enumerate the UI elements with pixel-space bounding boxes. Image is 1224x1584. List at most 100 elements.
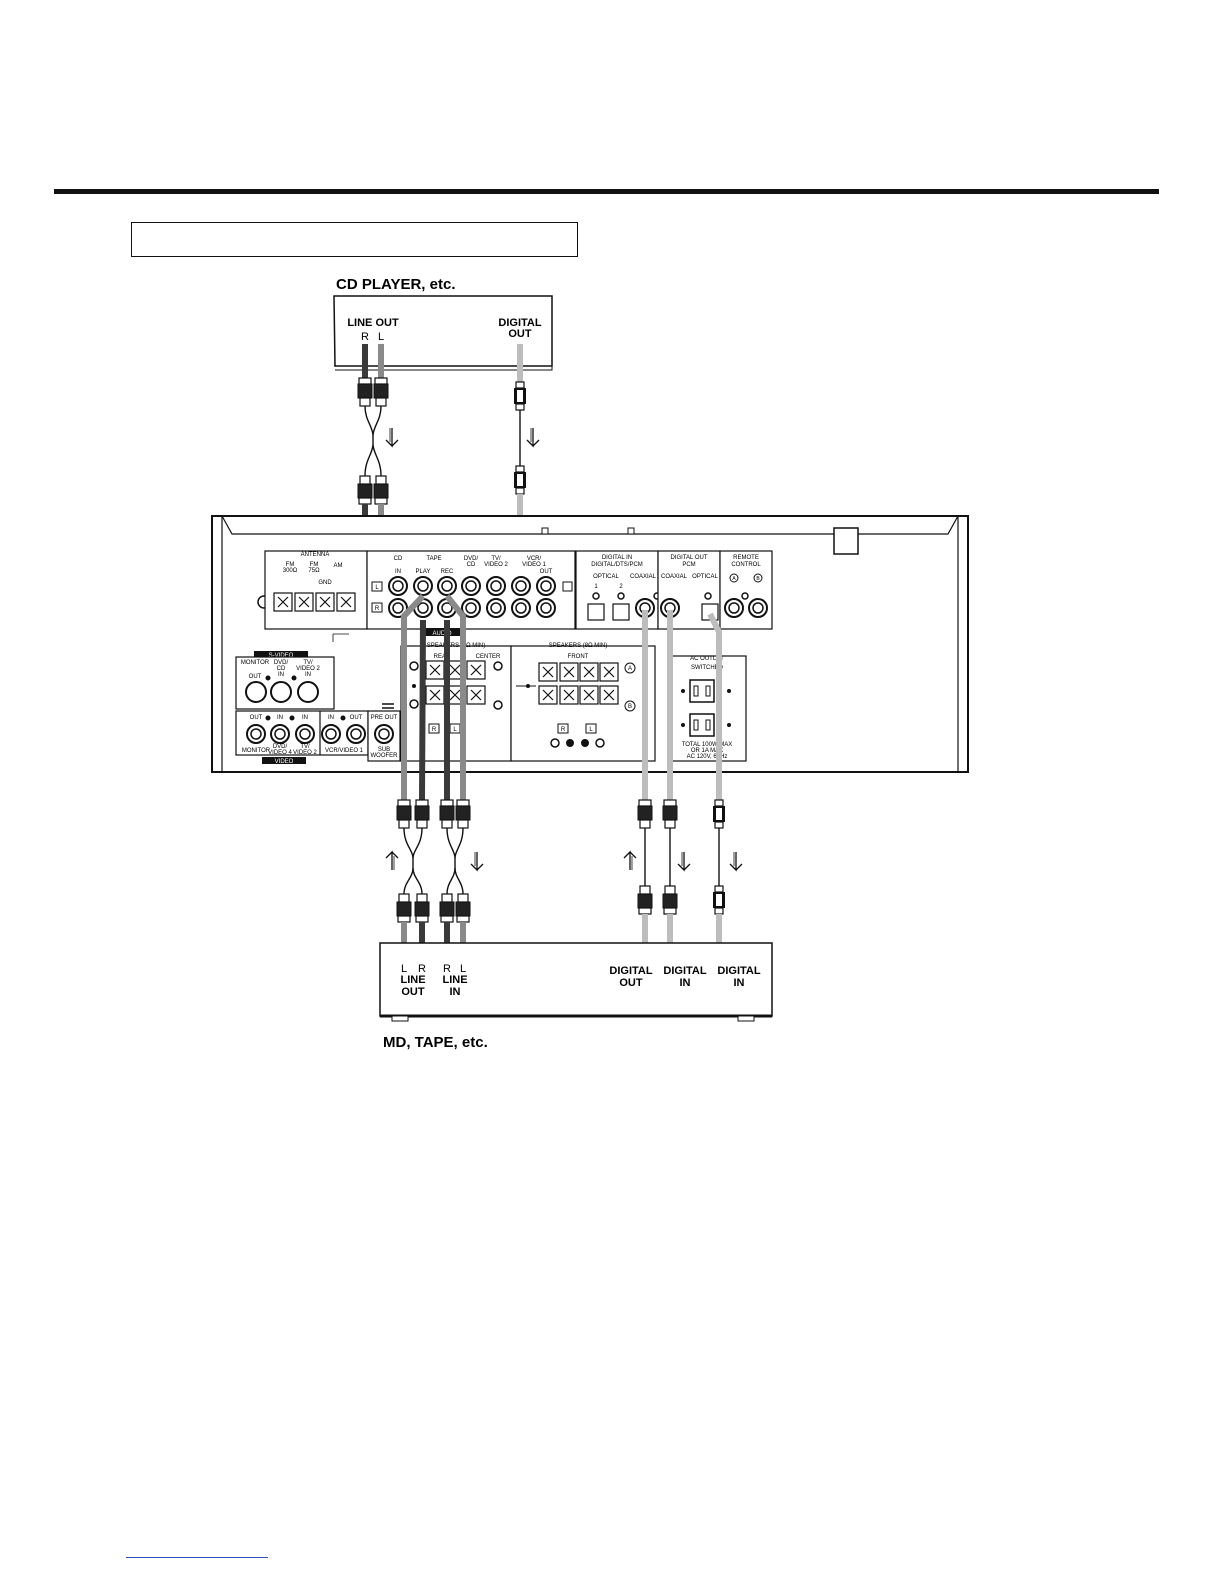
rca-plug-icon <box>439 799 455 829</box>
dest-digital-out-2: OUT <box>619 977 643 989</box>
source-line-out-label: LINE OUT <box>347 317 399 329</box>
digital-in-1: 1 <box>594 584 598 590</box>
ac-outlet-switched: SWITCHED <box>691 665 724 671</box>
digital-out-coaxial: COAXIAL <box>661 574 688 580</box>
svideo-tv-in: IN <box>305 672 311 678</box>
speakers-front-label: FRONT <box>568 654 589 660</box>
audio-vcr-out: OUT <box>540 569 553 575</box>
audio-tape-rec-l-jack <box>437 576 457 596</box>
remote-b: B <box>756 576 760 582</box>
speakers-front-l: L <box>589 727 593 733</box>
rca-plug-icon <box>414 799 430 829</box>
antenna-am: AM <box>334 563 343 569</box>
rca-plug-icon <box>662 885 678 915</box>
screw-terminal-icon <box>579 662 599 682</box>
signal-arrow-icon <box>470 851 484 871</box>
screw-terminal-icon <box>294 592 314 612</box>
dest-digital-in-opt-2: IN <box>734 977 745 989</box>
video-vcr-out-jack <box>346 724 366 744</box>
screw-terminal-icon <box>538 685 558 705</box>
video-monitor-out: OUT <box>250 715 263 721</box>
antenna-fm300-1: FM <box>286 562 295 568</box>
section-rule <box>54 189 1159 194</box>
audio-tv-l-jack <box>486 576 506 596</box>
rca-plug-icon <box>637 799 653 829</box>
sub-woofer-label-1: SUB <box>378 747 390 753</box>
video-section-label: VIDEO <box>275 759 294 765</box>
dest-device-title: MD, TAPE, etc. <box>383 1034 488 1051</box>
audio-cd-in: IN <box>395 569 401 575</box>
antenna-fm300-2: 300Ω <box>283 568 298 574</box>
svideo-out: OUT <box>249 674 262 680</box>
screw-terminal-icon <box>599 685 619 705</box>
footer-rule <box>126 1557 268 1558</box>
svideo-tv-2: VIDEO 2 <box>296 666 320 672</box>
speakers-rear-label: REAR <box>434 654 451 660</box>
pre-out-label: PRE OUT <box>371 715 398 721</box>
optical-plug-icon <box>712 885 726 915</box>
audio-tv-r-jack <box>486 598 506 618</box>
video-vcr-in: IN <box>328 715 334 721</box>
signal-arrow-icon <box>526 427 540 447</box>
audio-r: R <box>375 606 380 612</box>
dest-line-in-2: IN <box>450 986 461 998</box>
screw-terminal-icon <box>538 662 558 682</box>
audio-cd-in-l-jack <box>388 576 408 596</box>
dest-device: L R R L LINE OUT LINE IN DIGITAL OUT DIG… <box>379 942 773 1051</box>
screw-terminal-icon <box>559 662 579 682</box>
remote-a-jack <box>724 598 744 618</box>
audio-tape: TAPE <box>426 556 441 562</box>
dest-digital-out-1: DIGITAL <box>609 965 652 977</box>
rca-plug-icon <box>357 475 373 505</box>
sub-woofer-jack <box>374 724 394 744</box>
audio-vcr-in-r-jack <box>511 598 531 618</box>
optical-plug-icon <box>712 799 726 829</box>
signal-arrow-icon <box>729 851 743 871</box>
svideo-tv-1: TV/ <box>303 660 313 666</box>
dest-l-label-in: L <box>460 963 466 975</box>
dest-r-label: R <box>418 963 426 975</box>
audio-vcr-out-r-jack <box>536 598 556 618</box>
optical-plug-icon <box>513 465 527 495</box>
rca-plug-icon <box>396 893 412 923</box>
dest-digital-in-opt-1: DIGITAL <box>717 965 760 977</box>
audio-vcr-in-l-jack <box>511 576 531 596</box>
antenna-title: ANTENNA <box>301 552 330 558</box>
video-tv-label-1: TV/ <box>300 744 310 750</box>
signal-arrow-icon <box>623 851 637 871</box>
remote-title-2: CONTROL <box>731 562 761 568</box>
audio-tape-play: PLAY <box>416 569 431 575</box>
audio-vcr-video1-1: VCR/ <box>527 556 542 562</box>
digital-in-coaxial: COAXIAL <box>630 574 657 580</box>
ac-outlet-title: AC OUTLET <box>690 656 724 662</box>
audio-cd: CD <box>394 556 403 562</box>
digital-in-2: 2 <box>619 584 623 590</box>
video-vcr-out: OUT <box>350 715 363 721</box>
svideo-title: S-VIDEO <box>269 653 294 659</box>
digital-in-title: DIGITAL IN <box>602 555 632 561</box>
digital-in-optical: OPTICAL <box>593 574 619 580</box>
antenna-fm75-1: FM <box>310 562 319 568</box>
audio-section-label: AUDIO <box>432 631 451 637</box>
video-monitor-jack <box>246 724 266 744</box>
ac-outlet-total-3: AC 120V, 60Hz <box>687 754 728 760</box>
rca-plug-icon <box>637 885 653 915</box>
source-device-title: CD PLAYER, etc. <box>336 276 455 293</box>
rca-plug-icon <box>357 377 373 407</box>
audio-l: L <box>375 585 379 591</box>
digital-out-optical: OPTICAL <box>692 574 718 580</box>
svideo-dvd-2: CD <box>277 666 286 672</box>
screw-terminal-icon <box>599 662 619 682</box>
screw-terminal-icon <box>579 685 599 705</box>
digital-out-sub: PCM <box>682 562 695 568</box>
antenna-gnd: GND <box>318 580 332 586</box>
audio-tape-rec: REC <box>441 569 454 575</box>
rca-plug-icon <box>455 893 471 923</box>
audio-dvd-cd-1: DVD/ <box>464 556 479 562</box>
speakers-front-r: R <box>561 727 566 733</box>
signal-arrow-icon <box>385 851 399 871</box>
video-tv-label-2: VIDEO 2 <box>293 750 317 756</box>
svideo-dvd-1: DVD/ <box>274 660 289 666</box>
video-dvd-jack <box>270 724 290 744</box>
